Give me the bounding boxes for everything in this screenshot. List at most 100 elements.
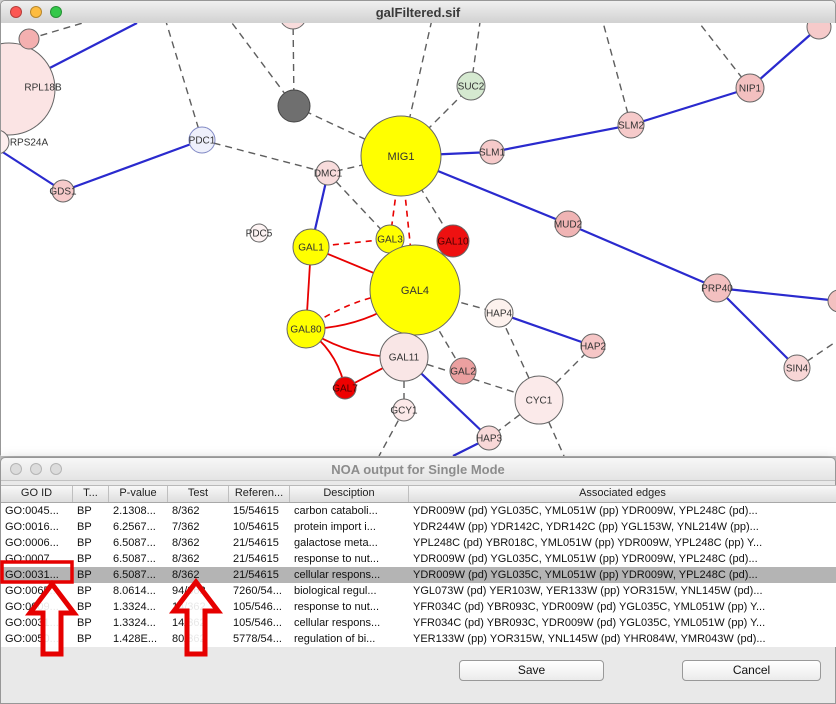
graph-edge[interactable] [62,138,203,193]
graph-edge[interactable] [498,311,594,348]
node-PRP40[interactable] [702,273,732,303]
graph-window-titlebar[interactable]: galFiltered.sif [1,1,835,24]
noa-window-title: NOA output for Single Mode [331,461,505,477]
minimize-button[interactable] [30,6,42,18]
column-header-associated-edges[interactable]: Associated edges [409,486,836,502]
node-SIN4[interactable] [783,354,811,382]
node-SLM1[interactable] [479,139,505,165]
node-tr[interactable] [806,23,832,40]
graph-edge[interactable] [538,399,565,456]
node-gray1[interactable] [277,89,311,123]
node-RPS24A[interactable] [1,130,10,154]
node-GAL7[interactable] [333,376,357,400]
node-NIP1[interactable] [735,73,765,103]
graph-edge[interactable] [491,123,632,154]
node-GAL4[interactable] [369,244,461,336]
table-cell: BP [77,633,92,645]
minimize-button[interactable] [30,463,42,475]
node-label: HAP3 [476,434,503,445]
node-GDS1[interactable] [51,179,75,203]
graph-edge[interactable] [716,287,798,369]
graph-edge[interactable] [378,409,405,456]
cancel-button[interactable]: Cancel [682,660,821,681]
column-header-p-value[interactable]: P-value [109,486,168,502]
column-header-desciption[interactable]: Desciption [290,486,409,502]
node-label: GAL4 [401,285,429,297]
graph-edge[interactable] [693,23,751,89]
node-SUC2[interactable] [456,71,486,101]
graph-edge[interactable] [201,139,329,174]
table-cell: 80/362 [172,633,206,645]
graph-edge[interactable] [630,86,751,127]
node-HAP2[interactable] [580,333,606,359]
node-PDC1[interactable] [188,126,216,154]
table-cell: biological regul... [294,585,377,597]
node-RPL18B[interactable] [1,42,56,136]
noa-traffic-lights [10,463,62,475]
table-cell: GO:0009... [5,601,59,613]
node-MIG1[interactable] [360,115,442,197]
graph-edge[interactable] [796,340,836,369]
traffic-lights [10,6,62,18]
zoom-button[interactable] [50,6,62,18]
noa-window-titlebar[interactable]: NOA output for Single Mode [1,458,835,481]
node-GAL10[interactable] [436,224,470,258]
graph-edge[interactable] [567,222,718,290]
node-GAL11[interactable] [379,332,429,382]
node-t1[interactable] [280,23,306,30]
node-HAP3[interactable] [476,425,502,451]
node-redge[interactable] [827,289,836,313]
graph-edge[interactable] [716,286,836,302]
column-header-test[interactable]: Test [168,486,229,502]
table-cell: GO:0007... [5,553,59,565]
table-cell: regulation of bi... [294,633,376,645]
graph-edge[interactable] [164,23,203,141]
node-MUD2[interactable] [554,210,582,238]
node-GCY1[interactable] [392,398,416,422]
graph-edge[interactable] [1,150,64,192]
node-DMC1[interactable] [315,160,341,186]
node-PDC5[interactable] [249,223,269,243]
node-HAP4[interactable] [484,298,514,328]
table-cell: 15/54615 [233,505,279,517]
zoom-button[interactable] [50,463,62,475]
graph-edge[interactable] [601,23,632,126]
network-canvas[interactable]: RPL18BRPS24AGDS1PDC1DMC1MIG1SUC2SLM1SLM2… [1,23,836,456]
table-cell: YPL248C (pd) YBR018C, YML051W (pp) YDR00… [413,537,763,549]
node-GAL1[interactable] [292,228,330,266]
column-header-t-[interactable]: T... [73,486,109,502]
table-cell: galactose meta... [294,537,378,549]
node-label: GAL80 [290,325,322,336]
table-cell: response to nut... [294,553,379,565]
graph-edge[interactable] [327,172,391,240]
table-cell: GO:0031... [5,617,59,629]
table-cell: GO:0006... [5,537,59,549]
node-lred[interactable] [18,28,40,50]
table-cell: 94/362 [172,585,206,597]
close-button[interactable] [10,463,22,475]
column-header-referen-[interactable]: Referen... [229,486,290,502]
graph-edge[interactable] [226,23,295,107]
node-label: RPL18B [24,83,62,94]
table-cell: BP [77,537,92,549]
close-button[interactable] [10,6,22,18]
column-header-go-id[interactable]: GO ID [1,486,73,502]
node-label: MIG1 [388,151,415,163]
node-GAL2[interactable] [449,357,477,385]
node-CYC1[interactable] [514,375,564,425]
table-cell: 8.0614... [113,585,156,597]
save-button[interactable]: Save [459,660,604,681]
node-SLM2[interactable] [617,111,645,139]
node-GAL80[interactable] [286,309,326,349]
table-cell: BP [77,569,92,581]
graph-edge[interactable] [749,26,820,89]
